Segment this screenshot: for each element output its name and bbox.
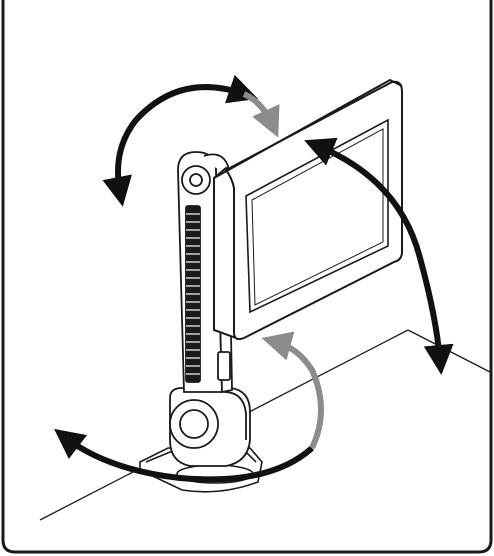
- rotate-arrow-base-return: [261, 331, 324, 450]
- desk-surface: [39, 329, 491, 521]
- monitor: [213, 78, 403, 341]
- swivel-arrow-upper: [102, 74, 259, 207]
- rotate-arrow-base: [54, 428, 315, 483]
- stand-hinge: [169, 387, 251, 467]
- tilt-arrow-upper: [242, 91, 280, 138]
- height-arrow: [304, 137, 454, 375]
